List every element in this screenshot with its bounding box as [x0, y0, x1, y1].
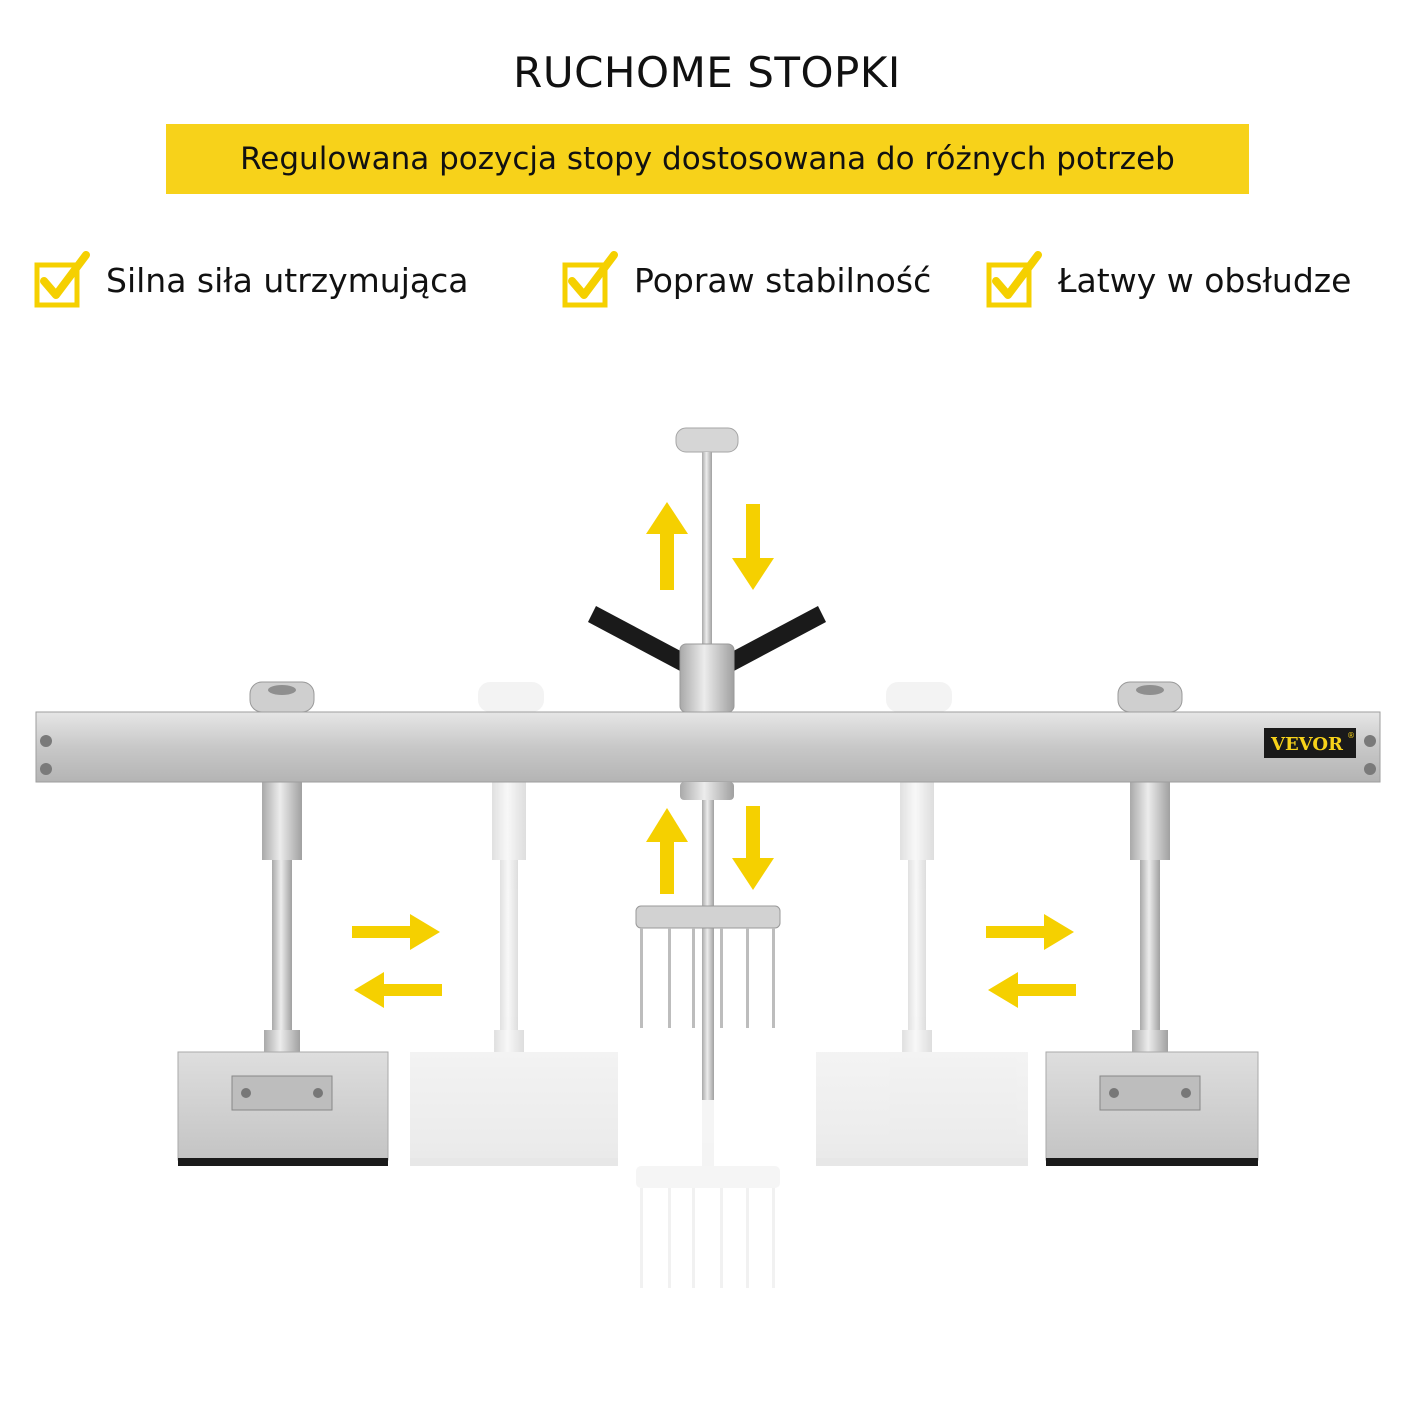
- feature-label: Łatwy w obsłudze: [1058, 260, 1352, 300]
- main-bar: VEVOR ®: [35, 711, 1381, 800]
- subtitle-banner: Regulowana pozycja stopy dostosowana do …: [166, 124, 1249, 194]
- subtitle-text: Regulowana pozycja stopy dostosowana do …: [240, 141, 1175, 177]
- ghost-leg-left: [410, 682, 618, 1166]
- feature-item-holding-force: Silna siła utrzymująca: [34, 248, 468, 312]
- arrow-down-icon: [732, 504, 774, 590]
- hook-assembly: [635, 905, 781, 1028]
- feature-item-stability: Popraw stabilność: [562, 248, 931, 312]
- arrow-down-icon: [732, 806, 774, 890]
- product-illustration: VEVOR ®: [35, 427, 1381, 1288]
- center-puller: [588, 427, 826, 1288]
- arrow-right-icon: [986, 914, 1074, 950]
- arrow-up-icon: [646, 502, 688, 590]
- arrow-up-icon: [646, 808, 688, 894]
- hook-assembly-ghost: [636, 1100, 780, 1288]
- checkbox-check-icon: [986, 251, 1042, 308]
- arrow-left-icon: [988, 972, 1076, 1008]
- feature-item-ease-of-use: Łatwy w obsłudze: [986, 248, 1351, 312]
- arrow-right-icon: [352, 914, 440, 950]
- leg-left: [177, 681, 389, 1166]
- svg-text:®: ®: [1347, 731, 1355, 740]
- arrows: [352, 502, 1076, 1008]
- brand-logo: [1264, 728, 1356, 758]
- feature-label: Silna siła utrzymująca: [106, 260, 469, 300]
- ghost-leg-right: [816, 682, 1028, 1166]
- page-title: RUCHOME STOPKI: [513, 48, 901, 97]
- brand-logo-text: VEVOR: [1270, 734, 1344, 755]
- checkbox-check-icon: [34, 251, 90, 308]
- feature-label: Popraw stabilność: [634, 260, 932, 300]
- leg-right: [1045, 681, 1259, 1166]
- checkbox-check-icon: [562, 251, 618, 308]
- arrow-left-icon: [354, 972, 442, 1008]
